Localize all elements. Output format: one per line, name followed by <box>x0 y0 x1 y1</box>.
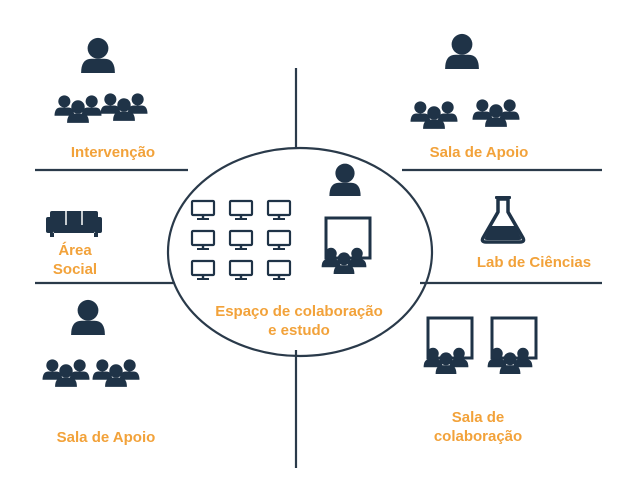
sofa-icon <box>46 211 102 237</box>
label-area-social: Área Social <box>40 241 110 279</box>
label-lab-de-ciencias: Lab de Ciências <box>476 254 592 271</box>
label-espaco-line-1: Espaço de colaboração <box>215 303 383 320</box>
monitor-grid <box>190 199 292 282</box>
presenter-with-audience-icon <box>55 37 148 123</box>
monitor-icon <box>266 259 292 282</box>
flask-icon <box>480 196 526 244</box>
monitor-icon <box>266 199 292 222</box>
label-espaco-line-2: e estudo <box>268 322 330 339</box>
whiteboard-group-icon <box>488 318 536 374</box>
whiteboard-group-icon <box>424 318 472 374</box>
monitor-icon <box>228 229 254 252</box>
label-espaco-de-colaboracao: Espaço de colaboração e estudo <box>190 302 408 340</box>
label-sala-de-apoio-bottom: Sala de Apoio <box>56 429 156 446</box>
monitor-icon <box>190 259 216 282</box>
label-area-line: Área <box>58 242 92 259</box>
presenter-with-audience-icon <box>43 299 140 387</box>
label-intervencao: Intervenção <box>70 144 156 161</box>
monitor-icon <box>190 199 216 222</box>
central-zone-ellipse <box>166 146 434 358</box>
label-sala-colab-line-1: Sala de <box>451 409 505 426</box>
monitor-icon <box>266 229 292 252</box>
monitor-icon <box>228 199 254 222</box>
presenter-with-audience-icon <box>411 33 520 129</box>
label-sala-de-colaboracao: Sala de colaboração <box>420 408 536 446</box>
divider-lines <box>35 68 602 468</box>
label-sala-colab-line-2: colaboração <box>433 428 523 445</box>
presenter-at-whiteboard-icon <box>322 163 370 274</box>
monitor-icon <box>228 259 254 282</box>
monitor-icon <box>190 229 216 252</box>
label-sala-de-apoio-top: Sala de Apoio <box>429 144 529 161</box>
label-social-line: Social <box>52 261 98 278</box>
